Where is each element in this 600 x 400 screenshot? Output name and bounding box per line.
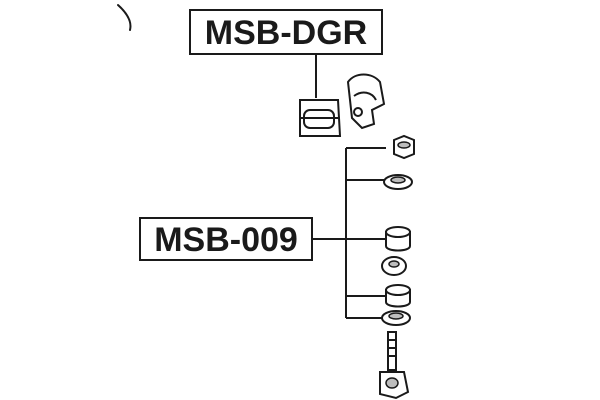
leader-lines-link-kit <box>312 147 386 319</box>
bar-end-eye <box>381 256 407 276</box>
bushing-bracket <box>346 73 386 130</box>
upper-washer <box>383 174 413 190</box>
label-text-top: MSB-DGR <box>205 14 367 52</box>
link-nut <box>393 134 415 160</box>
label-msb-dgr: MSB-DGR <box>189 9 383 55</box>
label-text-middle: MSB-009 <box>154 221 298 259</box>
stabilizer-bar <box>117 0 469 270</box>
lower-rubber <box>385 284 411 308</box>
stabilizer-bushing <box>299 99 342 137</box>
link-bolt <box>379 331 410 400</box>
label-msb-009: MSB-009 <box>139 217 313 261</box>
lower-washer <box>381 310 411 326</box>
upper-rubber <box>385 226 411 252</box>
label-box-middle <box>139 217 313 261</box>
label-box-top <box>189 9 383 55</box>
